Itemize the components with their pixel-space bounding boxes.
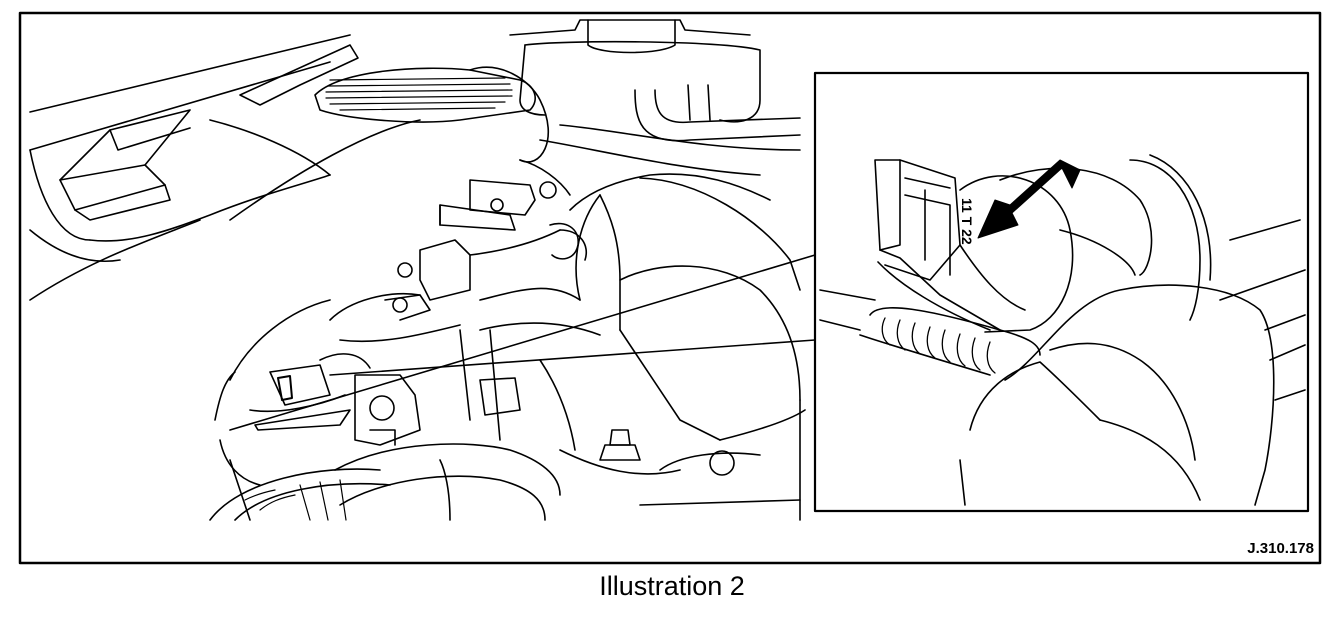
callout-leader-lines (229, 254, 816, 431)
engine-drawing (29, 19, 806, 521)
figure-frame (18, 11, 1322, 565)
figure-reference-code: J.310.178 (1247, 540, 1314, 557)
magnified-detail-inset: 11 T 22 (813, 71, 1310, 513)
figure-caption: Illustration 2 (599, 571, 745, 601)
indicator-arrow (977, 159, 1081, 239)
component-label: 11 T 22 (959, 198, 975, 245)
